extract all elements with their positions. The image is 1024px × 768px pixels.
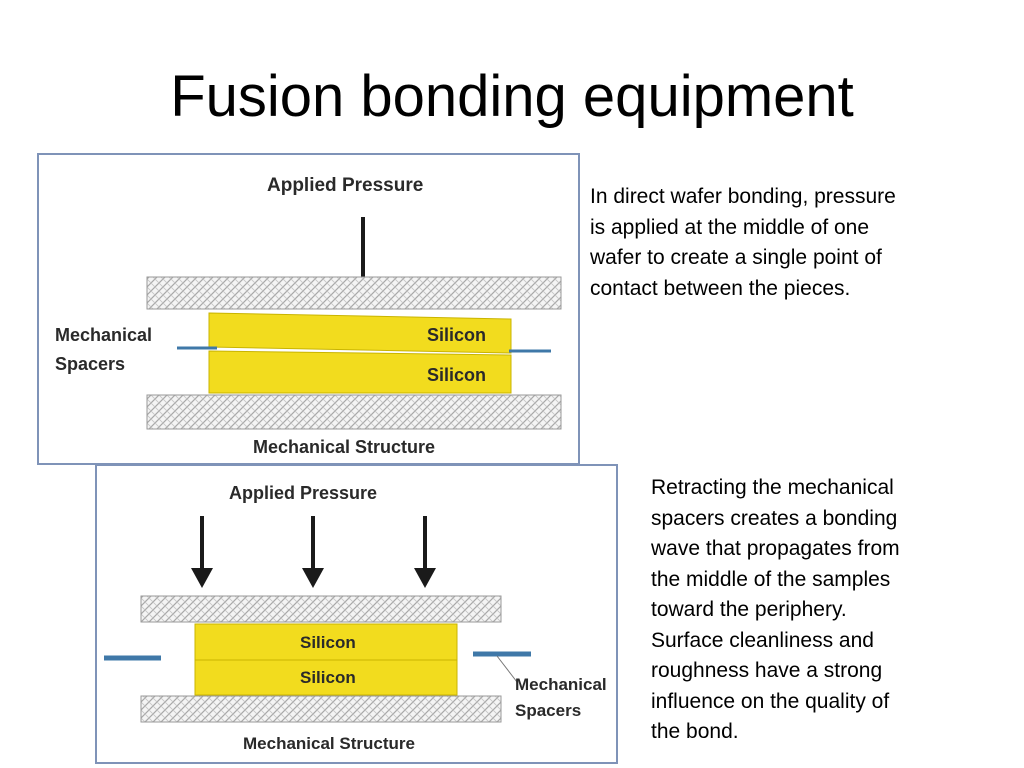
lower-plate	[146, 394, 562, 430]
applied-pressure-label: Applied Pressure	[229, 483, 377, 503]
mechanical-structure-label: Mechanical Structure	[243, 734, 415, 753]
paragraph-direct-bonding: In direct wafer bonding, pressure is app…	[590, 182, 990, 304]
silicon-wafer-bottom	[208, 350, 512, 394]
pressure-arrow-center	[302, 516, 324, 588]
applied-pressure-label: Applied Pressure	[267, 175, 423, 196]
spacers-label-line2: Spacers	[515, 701, 581, 720]
silicon-label-top: Silicon	[427, 325, 486, 345]
pressure-arrow-left	[191, 516, 213, 588]
silicon-wafer-bottom	[194, 659, 458, 696]
diagram-bonding-wave: Applied Pressure Silicon Silicon Mechani…	[95, 464, 618, 764]
silicon-wafer-top	[194, 623, 458, 661]
pressure-arrow-right	[414, 516, 436, 588]
lower-plate	[140, 695, 502, 723]
diagram-single-point-contact: Applied Pressure Silicon Silicon Mechani…	[37, 153, 580, 465]
spacers-leader-line	[496, 655, 518, 683]
paragraph-bonding-wave-text: Retracting the mechanical spacers create…	[651, 476, 900, 743]
paragraph-direct-bonding-text: In direct wafer bonding, pressure is app…	[590, 185, 896, 300]
slide-title: Fusion bonding equipment	[170, 64, 854, 129]
spacers-label-line1: Mechanical	[515, 675, 607, 694]
silicon-label-bottom: Silicon	[427, 365, 486, 385]
spacers-label-line2: Spacers	[55, 354, 125, 374]
spacers-label-line1: Mechanical	[55, 325, 152, 345]
silicon-label-top: Silicon	[300, 633, 356, 652]
upper-plate	[146, 276, 562, 310]
upper-plate	[140, 595, 502, 623]
diagram-1-canvas: Applied Pressure Silicon Silicon Mechani…	[55, 175, 562, 457]
paragraph-bonding-wave: Retracting the mechanical spacers create…	[651, 473, 981, 748]
mechanical-structure-label: Mechanical Structure	[253, 437, 435, 457]
diagram-2-canvas: Applied Pressure Silicon Silicon Mechani…	[104, 483, 607, 753]
silicon-label-bottom: Silicon	[300, 668, 356, 687]
silicon-wafer-top	[208, 312, 512, 354]
